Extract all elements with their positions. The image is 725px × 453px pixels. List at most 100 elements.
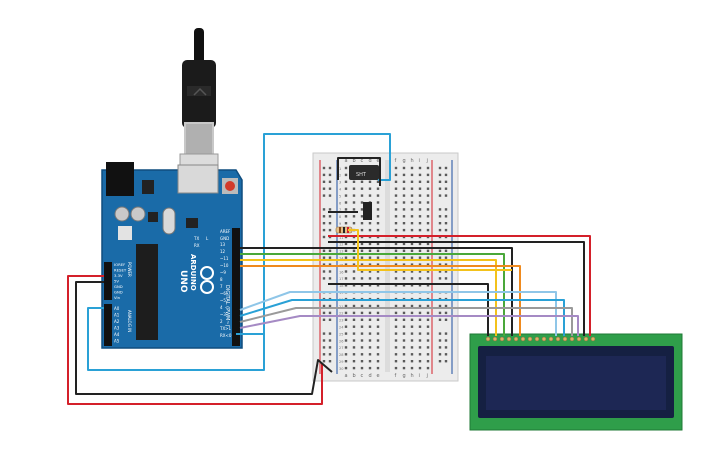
digital-pin-label: ~5	[220, 298, 226, 303]
breadboard-hole	[368, 318, 372, 321]
breadboard-hole	[410, 318, 414, 321]
wire-yellow-bb[interactable]	[348, 229, 512, 271]
breadboard-hole	[426, 173, 430, 177]
temperature-sensor[interactable]: SHT	[349, 165, 379, 180]
breadboard-hole	[418, 173, 422, 177]
breadboard-hole	[368, 270, 372, 273]
wire-lightblue-5[interactable]	[239, 291, 557, 336]
row-number: 18	[339, 284, 343, 288]
breadboard-hole	[418, 346, 422, 349]
power-label: POWER	[127, 262, 132, 277]
breadboard-hole	[394, 263, 398, 266]
breadboard-hole	[352, 208, 356, 211]
breadboard-hole	[360, 228, 364, 232]
breadboard-hole	[360, 339, 364, 342]
breadboard-hole	[410, 353, 414, 356]
row-number: 13	[339, 250, 343, 254]
wire-blue-4[interactable]	[239, 299, 565, 336]
digital-pin-label: 2	[220, 319, 223, 324]
rail-hole	[328, 187, 332, 190]
breadboard-hole	[376, 208, 380, 211]
rail-hole	[444, 173, 448, 177]
breadboard-hole	[376, 194, 380, 197]
rail-hole	[328, 318, 332, 321]
rail-hole	[328, 180, 332, 183]
wire-purple-2[interactable]	[239, 315, 579, 336]
wire-blue-top[interactable]	[87, 307, 265, 371]
breadboard-hole	[426, 318, 430, 321]
rail-hole	[444, 311, 448, 315]
breadboard-hole	[410, 242, 414, 246]
wire-blue-loop[interactable]	[263, 133, 391, 334]
wire-black-bb-1[interactable]	[328, 241, 585, 336]
breadboard-hole	[344, 201, 348, 204]
rail-hole	[328, 173, 332, 177]
breadboard-hole	[376, 277, 380, 280]
breadboard-hole	[418, 339, 422, 342]
breadboard-hole	[352, 215, 356, 218]
column-letter: f	[395, 158, 397, 164]
analog-pin-label: A4	[114, 332, 120, 337]
wire-red-bb[interactable]	[328, 235, 591, 336]
rail-hole	[322, 318, 326, 321]
wire-black-bb-2[interactable]	[328, 283, 489, 336]
breadboard-hole	[410, 256, 414, 259]
analog-label: ANALOG IN	[127, 310, 132, 332]
wire-black-gnd[interactable]	[75, 281, 333, 395]
breadboard-hole	[402, 277, 406, 280]
lcd-pin	[534, 336, 540, 342]
rail-hole	[444, 194, 448, 197]
rail-hole	[438, 187, 442, 190]
breadboard-hole	[426, 346, 430, 349]
rail-hole	[328, 208, 332, 211]
breadboard-hole	[352, 318, 356, 321]
wire-gray-3[interactable]	[239, 307, 573, 336]
lcd-pin	[590, 336, 596, 342]
breadboard-hole	[402, 194, 406, 197]
breadboard-hole	[352, 187, 356, 190]
breadboard-hole	[368, 263, 372, 266]
wire-black-12[interactable]	[240, 247, 513, 336]
power-pin-label: 3.3V	[114, 273, 123, 278]
wire-red-5v[interactable]	[67, 275, 323, 405]
breadboard-hole	[352, 249, 356, 252]
breadboard-hole	[418, 187, 422, 190]
breadboard-hole	[426, 242, 430, 246]
breadboard-hole	[410, 249, 414, 252]
breadboard-hole	[344, 346, 348, 349]
analog-pin-label: A3	[114, 326, 120, 331]
breadboard-hole	[376, 339, 380, 342]
breadboard-hole	[376, 318, 380, 321]
row-number: 21	[339, 305, 343, 309]
breadboard-hole	[418, 215, 422, 218]
rail-hole	[444, 277, 448, 280]
breadboard-hole	[344, 249, 348, 252]
arduino-uno-board[interactable]: ARDUINO UNO DIGITAL (PWM~) ANALOG IN POW…	[101, 162, 243, 349]
lcd-pin	[499, 336, 505, 342]
breadboard-hole	[402, 173, 406, 177]
wire-orange-9[interactable]	[240, 265, 521, 336]
breadboard-hole	[410, 284, 414, 287]
breadboard-hole	[402, 249, 406, 252]
breadboard-hole	[360, 270, 364, 273]
breadboard-hole	[360, 332, 364, 335]
breadboard-hole	[426, 201, 430, 204]
column-letter: i	[419, 373, 420, 379]
breadboard-hole	[402, 256, 406, 259]
breadboard-hole	[368, 277, 372, 280]
wire-black-sensor[interactable]	[337, 157, 381, 186]
breadboard-hole	[410, 339, 414, 342]
breadboard-hole	[410, 270, 414, 273]
row-number: 8	[339, 215, 341, 219]
lcd-16x2-display[interactable]	[469, 333, 683, 431]
rail-hole	[444, 270, 448, 273]
wire-yellow-10[interactable]	[240, 259, 497, 336]
rail-hole	[322, 180, 326, 183]
rail-hole	[328, 194, 332, 197]
lcd-pin	[583, 336, 589, 342]
digital-pin-label: ~6	[220, 291, 226, 296]
rx-label: RX	[194, 243, 200, 248]
breadboard-hole	[402, 325, 406, 328]
breadboard-hole	[344, 360, 348, 363]
breadboard-hole	[394, 284, 398, 287]
